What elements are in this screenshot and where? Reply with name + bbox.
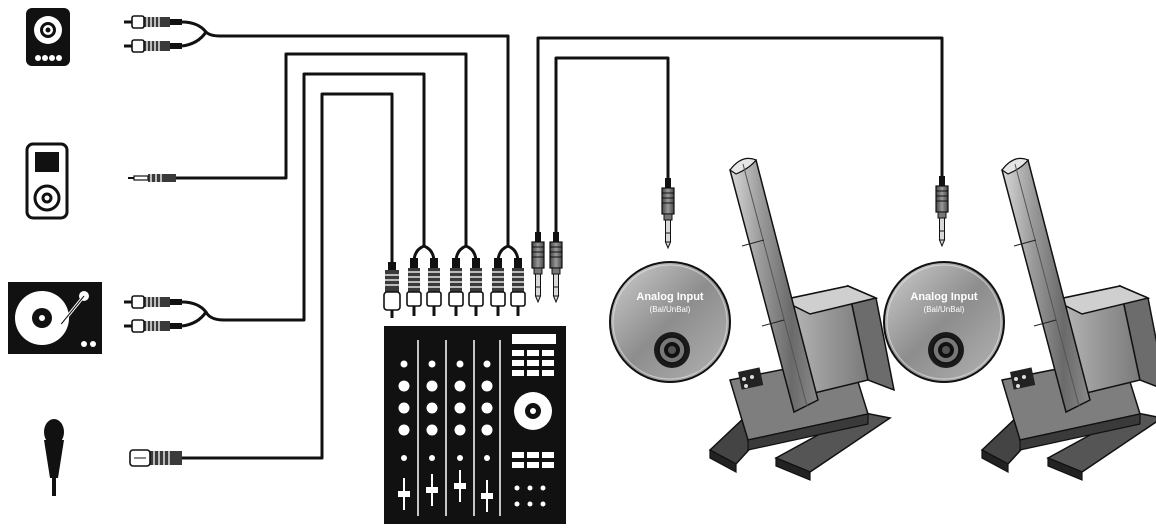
- mixer-channel-3: [454, 360, 466, 461]
- mixer-master-section: [512, 334, 556, 507]
- speaker-1-input-panel: Analog Input (Bal/UnBal): [609, 261, 731, 383]
- connector-mixer-outputs: [531, 231, 563, 303]
- cable-media-player: [176, 52, 478, 263]
- mixer-channel-1: [398, 360, 410, 461]
- source-cd-player: [26, 8, 70, 66]
- mixer: [384, 326, 566, 524]
- speaker-column-2: [981, 157, 1156, 481]
- microphone-icon: [44, 419, 64, 496]
- speaker-1-input-plug: [661, 177, 675, 249]
- speaker-1-input-label: Analog Input: [636, 291, 704, 303]
- connector-media-player-jack: [128, 174, 176, 182]
- speaker-1-input-jack-icon: [654, 332, 690, 368]
- speaker-2-input-plug: [935, 175, 949, 247]
- source-turntable: [8, 282, 102, 354]
- mixer-channel-4: [481, 360, 493, 461]
- source-media-player: [25, 142, 69, 220]
- cables: [176, 20, 944, 460]
- speaker-system-2: Analog Input (Bal/UnBal): [883, 157, 1156, 481]
- connector-mixer-rca-inputs: [405, 256, 527, 318]
- cable-output-right: [536, 36, 944, 236]
- cable-turntable: [181, 72, 436, 328]
- speaker-2-input-jack-icon: [928, 332, 964, 368]
- connector-cd-player-rca: [122, 14, 184, 54]
- speaker-2-input-panel: Analog Input (Bal/UnBal): [883, 261, 1005, 383]
- cable-cd-player: [181, 20, 520, 263]
- source-microphone: [44, 419, 64, 496]
- mixer-channel-2: [426, 360, 438, 461]
- connector-turntable-rca: [122, 294, 184, 334]
- connector-mixer-xlr-input: [383, 262, 401, 318]
- speaker-2-input-sublabel: (Bal/UnBal): [924, 305, 965, 314]
- cable-output-left: [554, 56, 670, 236]
- connector-microphone-xlr: [129, 449, 182, 467]
- speaker-column-1: [709, 157, 895, 481]
- speaker-2-input-label: Analog Input: [910, 291, 978, 303]
- cable-microphone: [182, 92, 394, 460]
- speaker-system-1: Analog Input (Bal/UnBal): [609, 157, 895, 481]
- speaker-1-input-sublabel: (Bal/UnBal): [650, 305, 691, 314]
